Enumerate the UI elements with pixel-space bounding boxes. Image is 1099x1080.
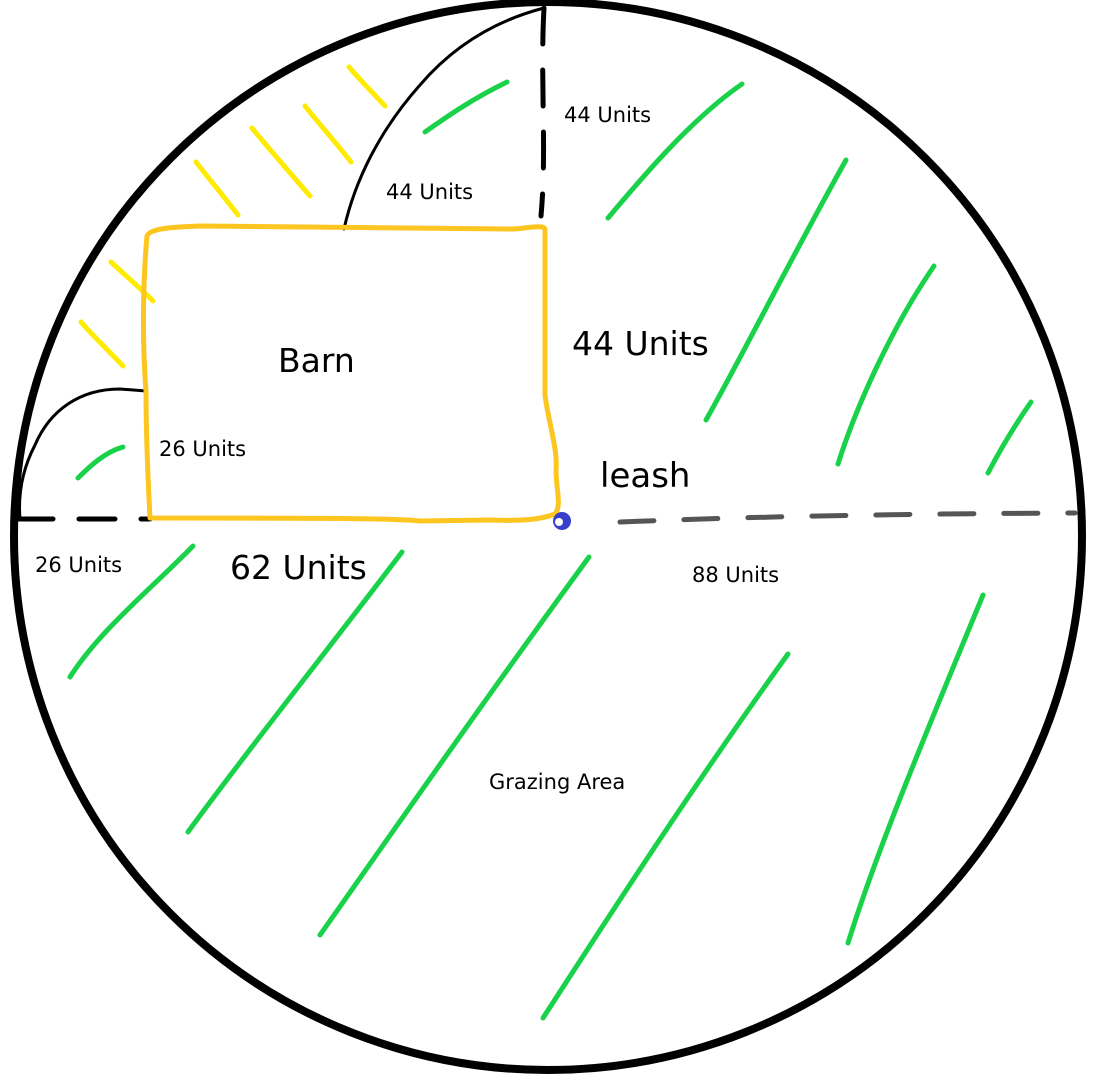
- grazing-boundary-circle: [10, 0, 1086, 1074]
- grazing-area-label: Grazing Area: [489, 770, 625, 794]
- grass-stroke: [605, 81, 745, 221]
- yellow-hatching: [78, 64, 388, 369]
- leash-stake: [553, 512, 571, 530]
- dashed-guides: [14, 5, 547, 522]
- grass-stroke: [75, 444, 126, 481]
- grass-stroke: [185, 549, 405, 835]
- top-dash-label: 44 Units: [564, 103, 651, 127]
- barn-outline: [140, 223, 561, 524]
- leash-line: [617, 510, 1078, 525]
- yellow-stroke: [249, 125, 313, 199]
- left-dash-label: 26 Units: [35, 553, 122, 577]
- grass-stroke: [422, 79, 510, 135]
- yellow-stroke: [193, 159, 241, 218]
- grass-stroke: [317, 554, 592, 938]
- barn-height-label: 44 Units: [572, 324, 709, 363]
- yellow-stroke: [78, 319, 126, 369]
- grass-hatching: [67, 79, 1034, 1021]
- top-arc-label: 44 Units: [386, 180, 473, 204]
- left-reach-arc: [18, 387, 148, 521]
- yellow-stroke: [108, 259, 156, 304]
- leash-label: leash: [600, 456, 690, 496]
- yellow-stroke: [346, 64, 388, 109]
- grass-stroke: [703, 157, 849, 423]
- top-reach-arc: [342, 6, 546, 231]
- barn-label: Barn: [278, 341, 355, 380]
- barn-left-lower-label: 26 Units: [159, 437, 246, 461]
- top-dashed-line: [538, 5, 547, 219]
- grass-stroke: [540, 651, 791, 1021]
- yellow-stroke: [302, 103, 354, 165]
- leash-length-label: 88 Units: [692, 563, 779, 587]
- barn-width-label: 62 Units: [230, 548, 367, 587]
- grass-stroke: [67, 543, 196, 680]
- grass-stroke: [845, 592, 986, 946]
- reach-arcs: [18, 6, 546, 521]
- grass-stroke: [835, 263, 937, 467]
- grass-stroke: [985, 399, 1034, 476]
